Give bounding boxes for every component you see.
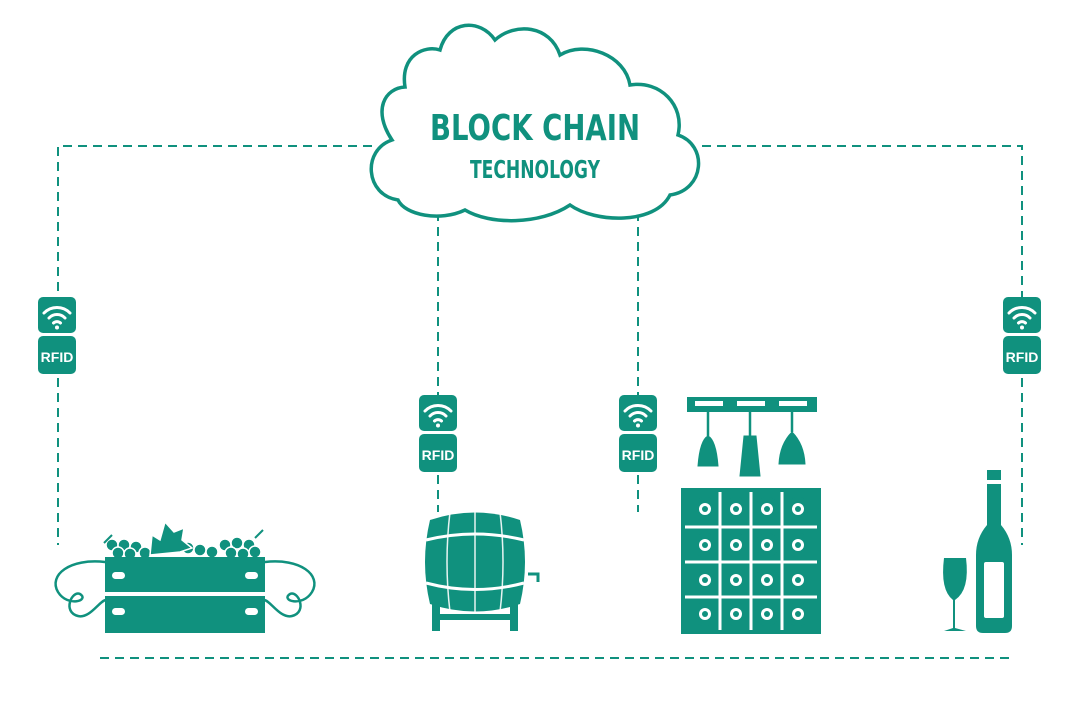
wine-rack-glasses-icon [681, 397, 821, 634]
line-left [57, 145, 372, 300]
rfid-tag-1: RFID [38, 297, 76, 374]
rfid-tag-3: RFID [619, 395, 657, 472]
rfid-tag-4: RFID [1003, 297, 1041, 374]
cloud-title: BLOCK CHAIN [430, 108, 640, 149]
wine-barrel-icon [425, 509, 540, 631]
blockchain-cloud: BLOCK CHAIN TECHNOLOGY [369, 23, 701, 223]
grape-crate-icon [54, 520, 316, 633]
rfid-label: RFID [1006, 349, 1039, 365]
connector-lines [57, 145, 1023, 659]
rfid-label: RFID [622, 447, 655, 463]
line-right [702, 145, 1023, 300]
rfid-label: RFID [41, 349, 74, 365]
wine-bottle-glass-icon [943, 470, 1012, 633]
rfid-tag-2: RFID [419, 395, 457, 472]
cloud-icon [369, 23, 701, 223]
rfid-label: RFID [422, 447, 455, 463]
cloud-subtitle: TECHNOLOGY [470, 155, 601, 184]
